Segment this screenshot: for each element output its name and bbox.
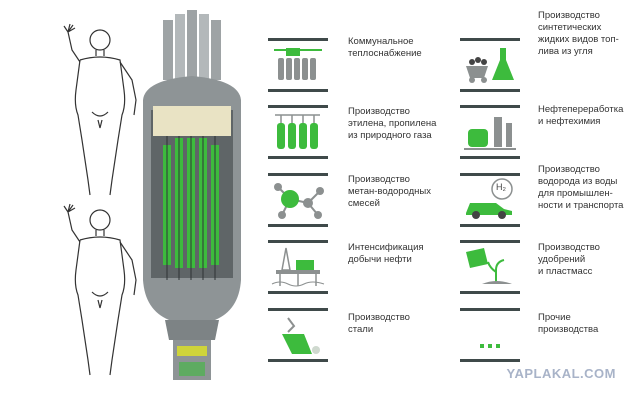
molecule-icon: [274, 183, 324, 219]
label-fertilizer: Производство удобрений и пластмасс: [538, 242, 600, 277]
human-figure-top: [63, 23, 137, 196]
app-icon-steel: [268, 308, 328, 362]
app-icon-coal-fuel: [460, 38, 520, 92]
reactor-top-pipes: [163, 10, 221, 80]
watermark: YAPLAKAL.COM: [506, 366, 616, 381]
app-icon-heating: [268, 38, 328, 92]
gas-cylinders-icon: [275, 114, 320, 149]
app-icon-ethylene: [268, 105, 328, 159]
label-hydrogen: Производство водорода из воды для промыш…: [538, 164, 624, 211]
label-other: Прочие производства: [538, 312, 599, 335]
reactor-cutaway-illustration: [143, 10, 241, 380]
coal-flask-icon: [466, 48, 514, 83]
app-icon-hydrogen: H₂: [460, 173, 520, 227]
ellipsis-icon: [480, 344, 500, 348]
app-icon-fertilizer: [460, 240, 520, 294]
label-steel: Производство стали: [348, 312, 410, 335]
app-icon-oil: [268, 240, 328, 294]
reactor-core-top: [153, 106, 231, 136]
fertilizer-icon: [466, 248, 512, 284]
oil-platform-icon: [271, 247, 325, 287]
label-oil: Интенсификация добычи нефти: [348, 242, 424, 265]
app-icon-refinery: [460, 105, 520, 159]
label-refinery: Нефтепереработка и нефтехимия: [538, 104, 624, 127]
refinery-icon: [464, 117, 516, 150]
human-figure-bottom: [63, 203, 137, 376]
label-coal-fuel: Производство синтетических жидких видов …: [538, 10, 619, 57]
app-icon-methane: [268, 173, 328, 227]
label-heating: Коммунальное теплоснабжение: [348, 36, 422, 59]
app-icon-other: [460, 308, 520, 362]
h2-label: H₂: [496, 182, 506, 192]
human-figures-illustration: [63, 23, 137, 376]
label-ethylene: Производство этилена, пропилена из приро…: [348, 106, 437, 141]
label-methane: Производство метан-водородных смесей: [348, 174, 432, 209]
radiator-heating-icon: [274, 48, 322, 80]
steel-ladle-icon: [282, 317, 320, 354]
hydrogen-car-icon: [466, 178, 513, 219]
